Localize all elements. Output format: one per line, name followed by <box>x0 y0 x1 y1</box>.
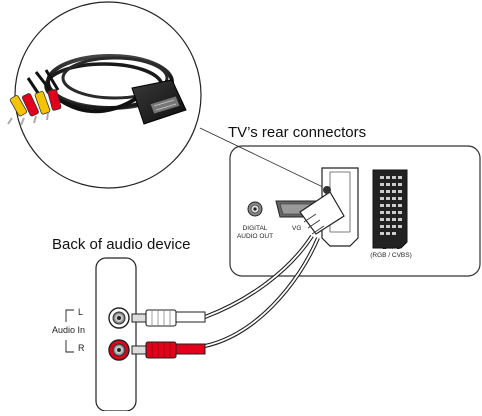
tv-rear-connectors-title: TV’s rear connectors <box>228 124 367 141</box>
vga-label: VG <box>292 225 302 232</box>
rca-cables <box>204 234 320 348</box>
audio-in-bracket <box>65 309 74 353</box>
scart-socket-ext1 <box>372 169 408 249</box>
ext1-label-line2: (RGB / CVBS) <box>370 252 412 259</box>
digital-audio-out-label: DIGITAL AUDIO OUT <box>236 225 274 241</box>
audio-in-label: Audio In <box>52 325 86 335</box>
ext1-label-line1: EXT 1 <box>382 244 400 251</box>
scart-connector-icon <box>299 167 359 247</box>
audio-device-panel <box>95 257 137 412</box>
rca-plug-right <box>131 341 206 359</box>
channel-left-label: L <box>78 307 84 317</box>
ext1-label: EXT 1 (RGB / CVBS) <box>366 244 416 260</box>
rca-plugs-photo <box>7 69 62 126</box>
digital-label-line2: AUDIO OUT <box>236 233 274 240</box>
rca-jack-right <box>108 339 130 361</box>
rca-plug-left <box>131 309 206 327</box>
scart-plug-photo <box>131 79 187 125</box>
audio-device-title: Back of audio device <box>52 236 191 253</box>
digital-audio-out-jack <box>247 201 263 217</box>
scart-socket-pins <box>380 176 402 235</box>
rca-jack-left <box>108 307 130 329</box>
channel-right-label: R <box>78 343 85 353</box>
callout-line <box>199 127 328 190</box>
digital-label-line1: DIGITAL <box>242 225 268 232</box>
scart-cable-photo <box>7 1 202 189</box>
